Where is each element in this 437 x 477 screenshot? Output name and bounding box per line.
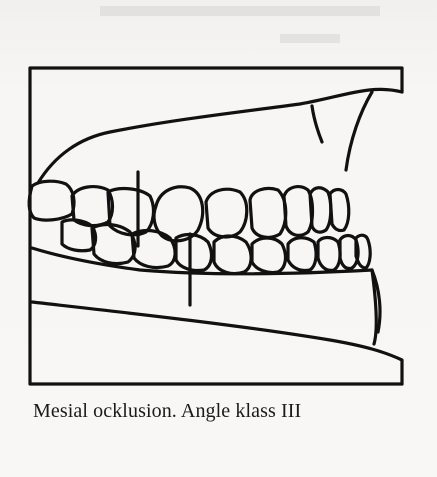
lower-molar-4 [318,238,340,271]
lower-gum-outline [32,248,380,332]
upper-molar-1 [250,188,286,237]
upper-premolar-2 [206,189,247,237]
occlusion-diagram [0,0,437,400]
lower-molar-3 [288,238,316,271]
upper-molar-4 [330,190,349,231]
upper-gum-crease [312,106,322,142]
figure-caption: Mesial ocklusion. Angle klass III [33,400,301,423]
upper-gum-back-edge [346,92,372,170]
lower-molar-2 [252,238,285,273]
lower-molar-1 [214,236,251,274]
lower-base-curve [32,302,402,384]
upper-molar-2 [284,187,313,236]
upper-incisor [29,181,74,220]
upper-teeth [29,181,349,241]
upper-canine [108,189,153,235]
